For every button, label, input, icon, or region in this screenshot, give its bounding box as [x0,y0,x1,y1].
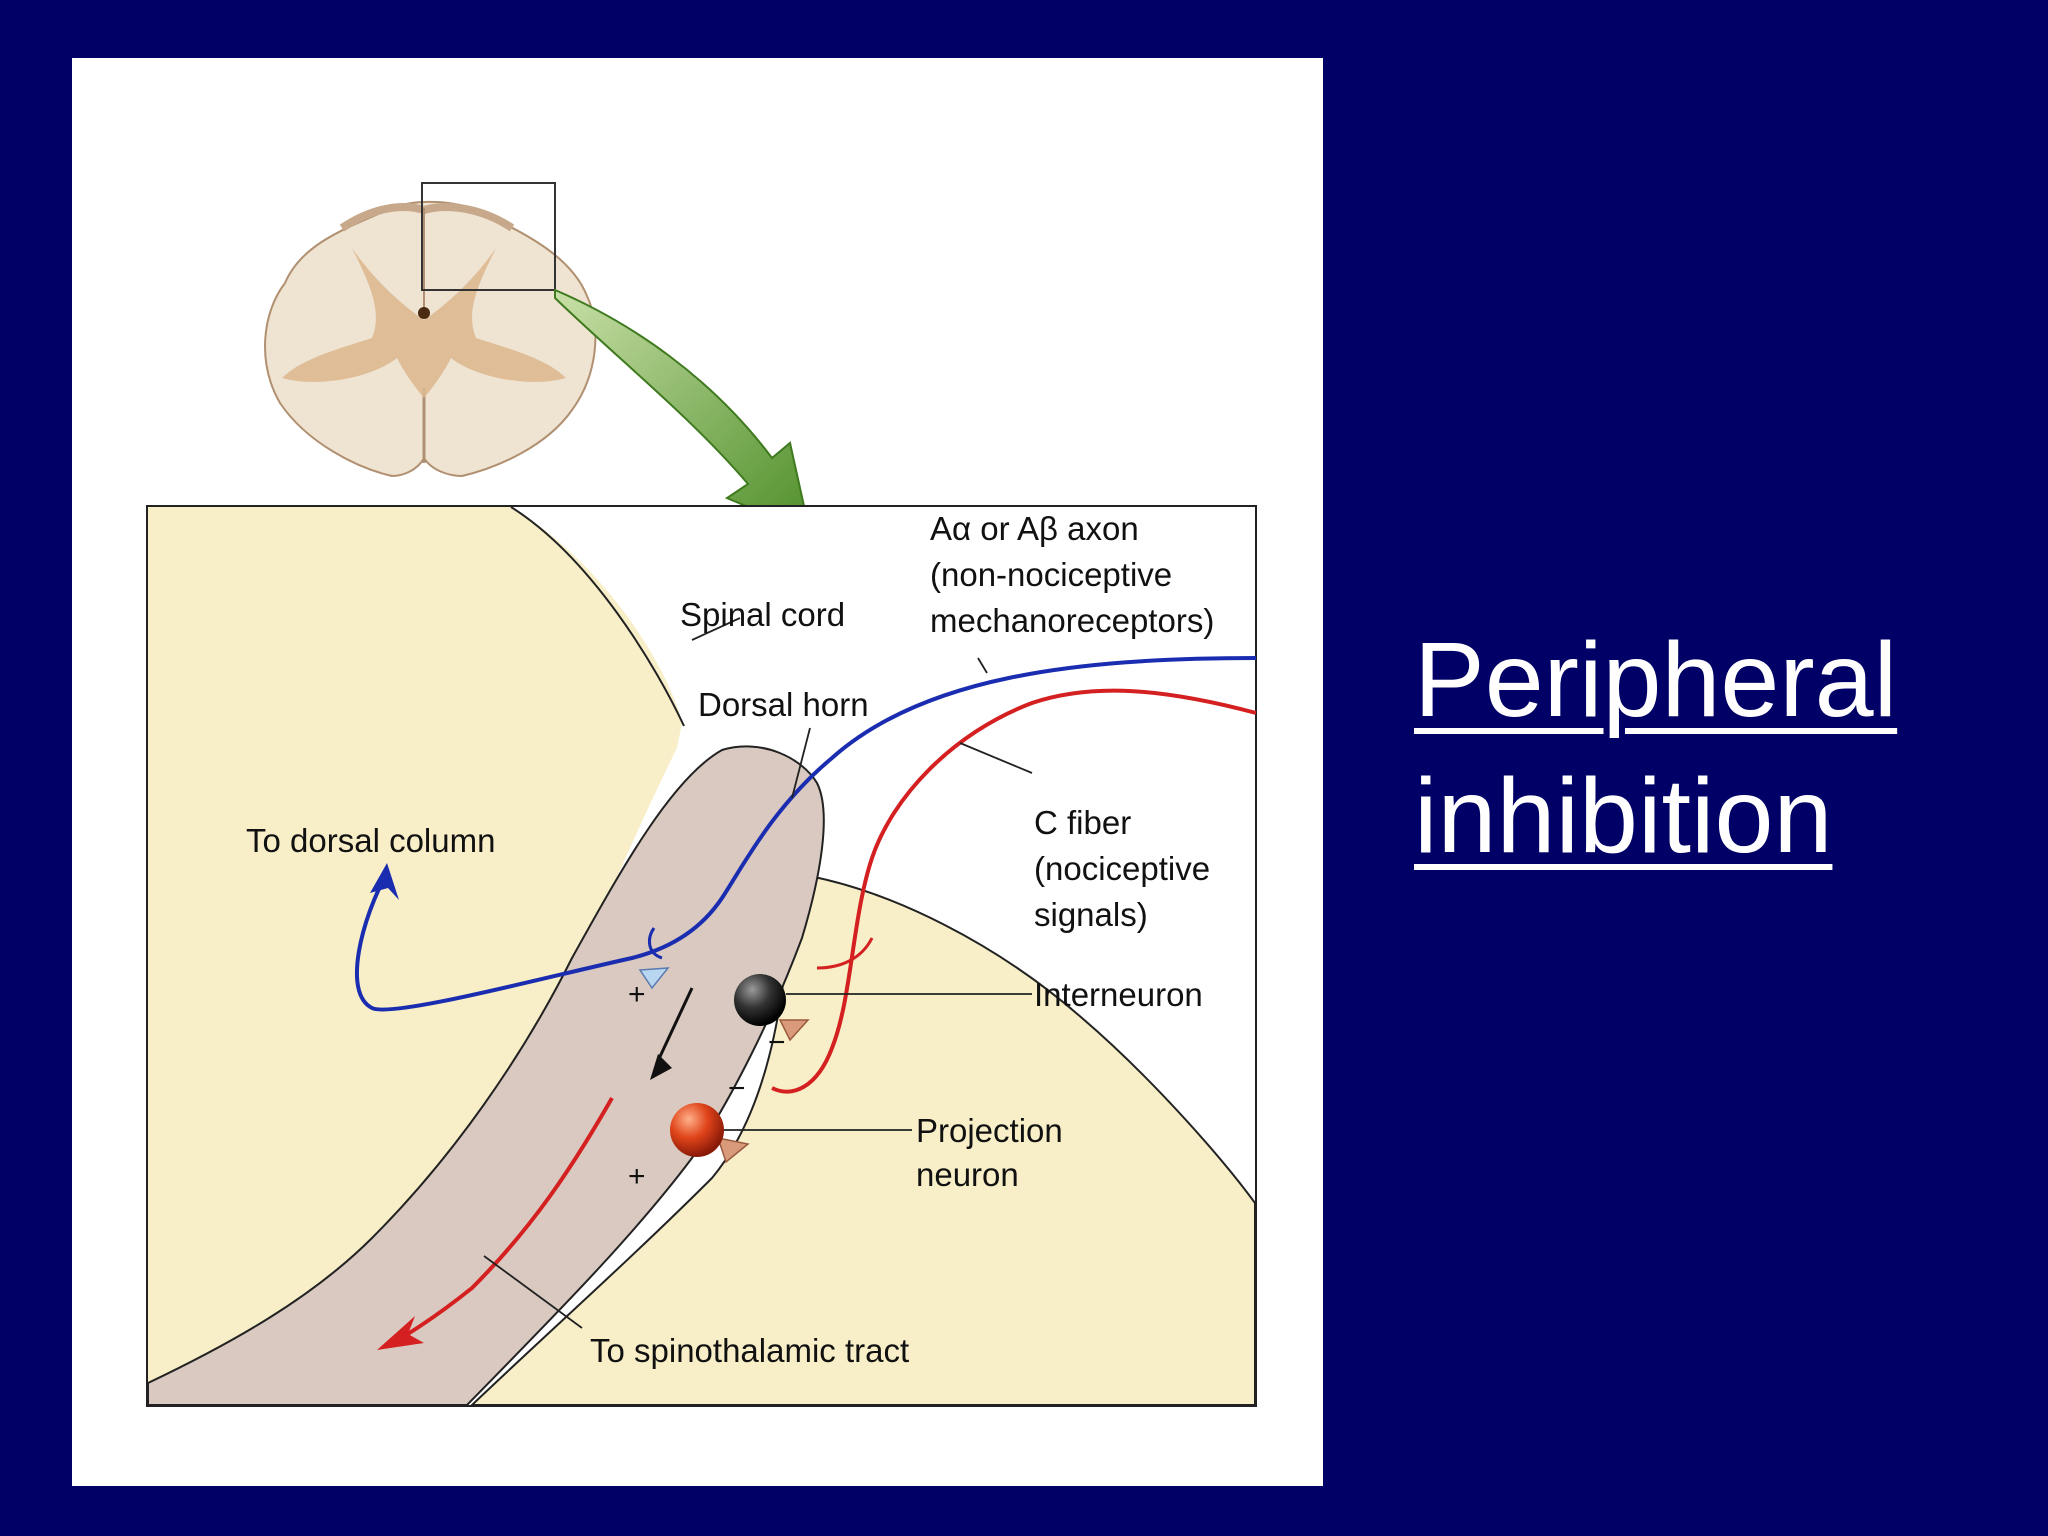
label-projection-1: Projection [916,1112,1063,1149]
leader-lines [483,617,1033,1329]
spinal-cord-cross-section [264,182,597,478]
sign-minus-interneuron: − [768,1026,786,1059]
label-interneuron: Interneuron [1034,976,1203,1013]
spinothalamic-axon [391,1097,614,1345]
grey-matter [282,248,566,398]
spinothalamic-arrowhead [377,1316,424,1350]
title-line-2: inhibition [1414,757,1833,875]
title-line-1: Peripheral [1414,621,1898,739]
label-a-axon-2: (non-nociceptive [930,556,1172,593]
inhibitory-synapse [650,1054,672,1080]
slide-title: Peripheral inhibition [1414,612,1974,884]
label-projection-2: neuron [916,1156,1019,1193]
c-fiber [771,688,1257,1094]
figure-panel: Spinal cord Dorsal horn Aα or Aβ axon (n… [72,58,1323,1486]
labels: Spinal cord Dorsal horn Aα or Aβ axon (n… [246,510,1214,1369]
green-arrow [554,288,812,535]
label-a-axon-1: Aα or Aβ axon [930,510,1139,547]
dorsal-horn-region [147,745,825,1406]
label-c-fiber-2: (nociceptive [1034,850,1210,887]
a-beta-axon [355,656,1257,1012]
sign-plus-projection: + [628,1160,646,1193]
spinal-cord-diagram: Spinal cord Dorsal horn Aα or Aβ axon (n… [146,182,1257,1407]
sign-minus-inhibitory: − [728,1072,746,1105]
label-c-fiber-3: signals) [1034,896,1148,933]
label-to-dorsal-column: To dorsal column [246,822,495,859]
label-dorsal-horn: Dorsal horn [698,686,869,723]
label-c-fiber-1: C fiber [1034,804,1131,841]
fibers [355,656,1257,1350]
sign-plus-interneuron: + [628,978,646,1011]
interneuron-cell [734,974,786,1026]
projection-neuron-cell [670,1103,724,1157]
label-a-axon-3: mechanoreceptors) [930,602,1214,639]
detail-box [146,505,1257,1407]
label-to-spinothalamic: To spinothalamic tract [590,1332,909,1369]
label-spinal-cord: Spinal cord [680,596,845,633]
zoom-box [421,182,556,291]
dorsal-column-arrowhead [370,863,399,900]
